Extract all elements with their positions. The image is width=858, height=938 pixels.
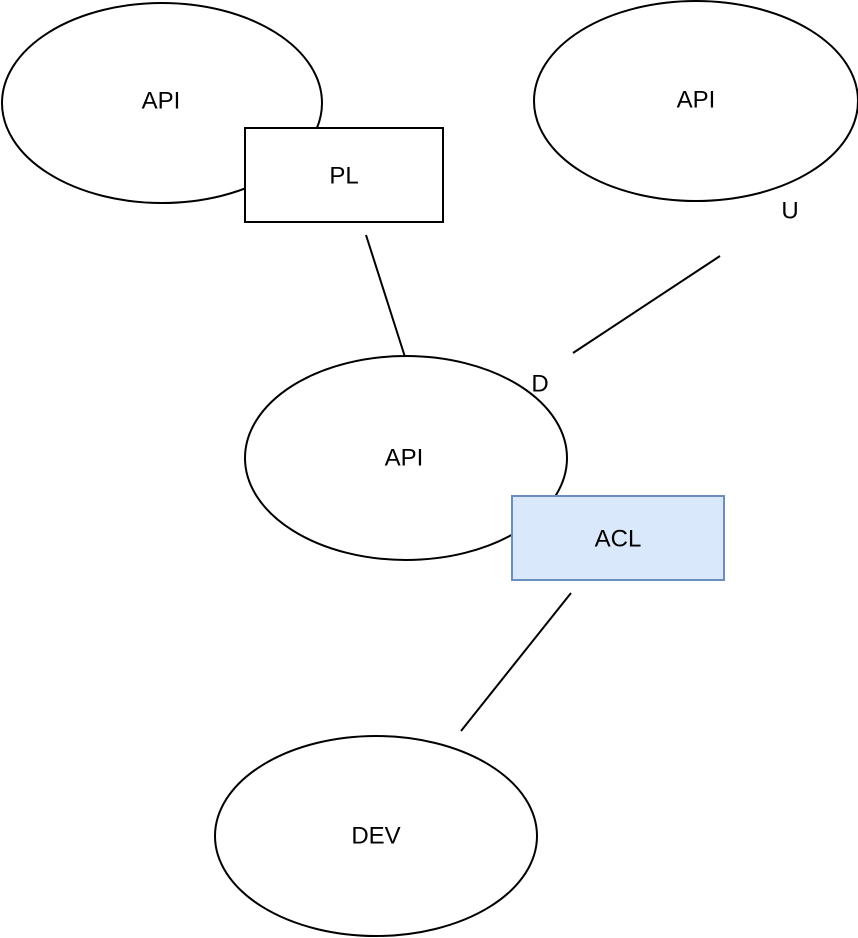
node-api-center-label: API [385,445,424,472]
node-pl-rectangle-stroke [244,127,444,223]
node-pl-label: PL [329,163,358,190]
node-dev-ellipse-stroke [214,735,538,937]
connector-pl-to-api-center[interactable] [365,234,406,358]
node-dev-label: DEV [351,823,400,850]
node-api-top-left-label: API [142,88,181,115]
node-api-top-left-ellipse-stroke [1,2,323,204]
node-dev-ellipse[interactable] [215,736,537,936]
node-acl-rectangle-stroke [511,495,725,581]
node-api-top-right-label: API [677,87,716,114]
node-api-top-left-ellipse[interactable] [2,3,322,203]
node-acl-label: ACL [595,526,642,553]
node-api-center-ellipse-stroke [244,355,568,561]
node-pl-rectangle[interactable] [245,128,443,222]
node-api-top-right-ellipse[interactable] [534,1,858,201]
connector-api-center-to-api-top-right[interactable] [572,255,721,354]
node-api-top-right-ellipse-stroke [533,0,858,202]
floating-label-d[interactable]: D [531,371,548,398]
node-acl-rectangle[interactable] [512,496,724,580]
node-api-center-ellipse[interactable] [245,356,567,560]
floating-label-u[interactable]: U [781,198,798,225]
connector-acl-to-dev[interactable] [460,592,572,732]
